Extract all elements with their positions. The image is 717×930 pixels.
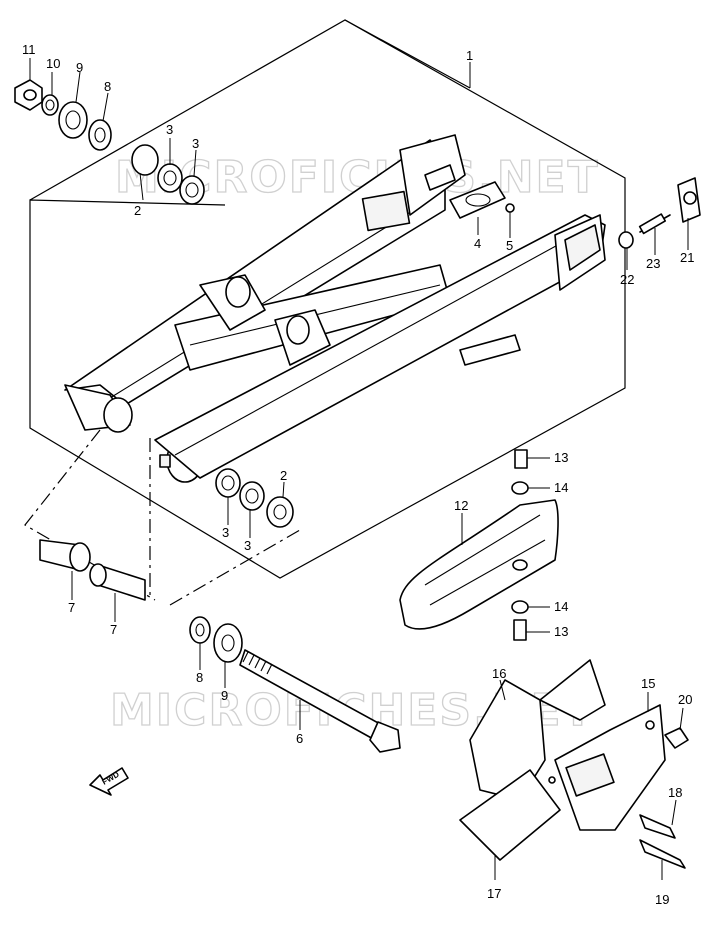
bearing-3c bbox=[215, 468, 241, 498]
callout-22: 22 bbox=[620, 272, 634, 287]
bearing-3b bbox=[179, 175, 205, 205]
collar-8 bbox=[88, 119, 112, 151]
guide-17 bbox=[459, 769, 561, 861]
callout-8: 8 bbox=[196, 670, 203, 685]
bolt-20 bbox=[664, 727, 689, 749]
nut-14-upper bbox=[511, 481, 529, 495]
callout-4: 4 bbox=[474, 236, 481, 251]
callout-7: 7 bbox=[68, 600, 75, 615]
callout-2: 2 bbox=[134, 203, 141, 218]
callout-8: 8 bbox=[104, 79, 111, 94]
callout-14: 14 bbox=[554, 480, 568, 495]
pivot-shaft-6 bbox=[239, 649, 401, 753]
callout-9: 9 bbox=[76, 60, 83, 75]
bolt-13-upper bbox=[514, 449, 528, 469]
plate-15 bbox=[554, 704, 666, 831]
callout-16: 16 bbox=[492, 666, 506, 681]
callout-21: 21 bbox=[680, 250, 694, 265]
callout-3: 3 bbox=[244, 538, 251, 553]
leader-lines bbox=[29, 58, 689, 880]
plate-4 bbox=[449, 181, 506, 219]
pivot-parts-bottom bbox=[189, 616, 243, 663]
callouts: 11 10 9 8 1 3 3 2 4 5 22 23 21 2 3 3 7 7… bbox=[22, 42, 694, 907]
callout-5: 5 bbox=[506, 238, 513, 253]
spacers-7 bbox=[39, 539, 146, 601]
callout-3: 3 bbox=[166, 122, 173, 137]
pivot-parts-lower bbox=[215, 468, 294, 528]
collar-8-lower bbox=[189, 616, 211, 644]
chain-adjuster-parts bbox=[618, 177, 701, 249]
callout-19: 19 bbox=[655, 892, 669, 907]
callout-3: 3 bbox=[222, 525, 229, 540]
guide-plate-parts bbox=[449, 181, 515, 219]
fwd-arrow: FWD bbox=[89, 767, 129, 796]
callout-18: 18 bbox=[668, 785, 682, 800]
callout-23: 23 bbox=[646, 256, 660, 271]
swingarm bbox=[64, 134, 606, 483]
callout-12: 12 bbox=[454, 498, 468, 513]
callout-14: 14 bbox=[554, 599, 568, 614]
nut-14-lower bbox=[511, 600, 529, 614]
washer-22 bbox=[618, 231, 634, 249]
callout-2: 2 bbox=[280, 468, 287, 483]
bracket-16 bbox=[469, 679, 546, 801]
callout-1: 1 bbox=[466, 48, 473, 63]
callout-13: 13 bbox=[554, 624, 568, 639]
callout-3: 3 bbox=[192, 136, 199, 151]
bearing-3d bbox=[239, 481, 265, 511]
callout-6: 6 bbox=[296, 731, 303, 746]
bushing-2-lower bbox=[266, 496, 294, 528]
callout-9: 9 bbox=[221, 688, 228, 703]
assembly-boundary bbox=[29, 19, 626, 579]
callout-10: 10 bbox=[46, 56, 60, 71]
pivot-parts-upper bbox=[14, 79, 205, 205]
bolt-18 bbox=[639, 814, 676, 839]
callout-17: 17 bbox=[487, 886, 501, 901]
washer-10 bbox=[41, 94, 59, 116]
screw-5 bbox=[505, 203, 515, 213]
chain-guide-12 bbox=[399, 449, 559, 641]
bearing-3a bbox=[157, 163, 183, 193]
callout-20: 20 bbox=[678, 692, 692, 707]
callout-15: 15 bbox=[641, 676, 655, 691]
bushing-2-upper bbox=[131, 144, 159, 176]
chain-guide-plates bbox=[459, 659, 689, 869]
callout-11: 11 bbox=[22, 42, 36, 57]
seal-9 bbox=[58, 101, 88, 139]
seal-9-lower bbox=[213, 623, 243, 663]
bolt-19 bbox=[639, 839, 686, 869]
bolt-23 bbox=[638, 213, 667, 235]
callout-7: 7 bbox=[110, 622, 117, 637]
bolt-13-lower bbox=[513, 619, 527, 641]
callout-13: 13 bbox=[554, 450, 568, 465]
